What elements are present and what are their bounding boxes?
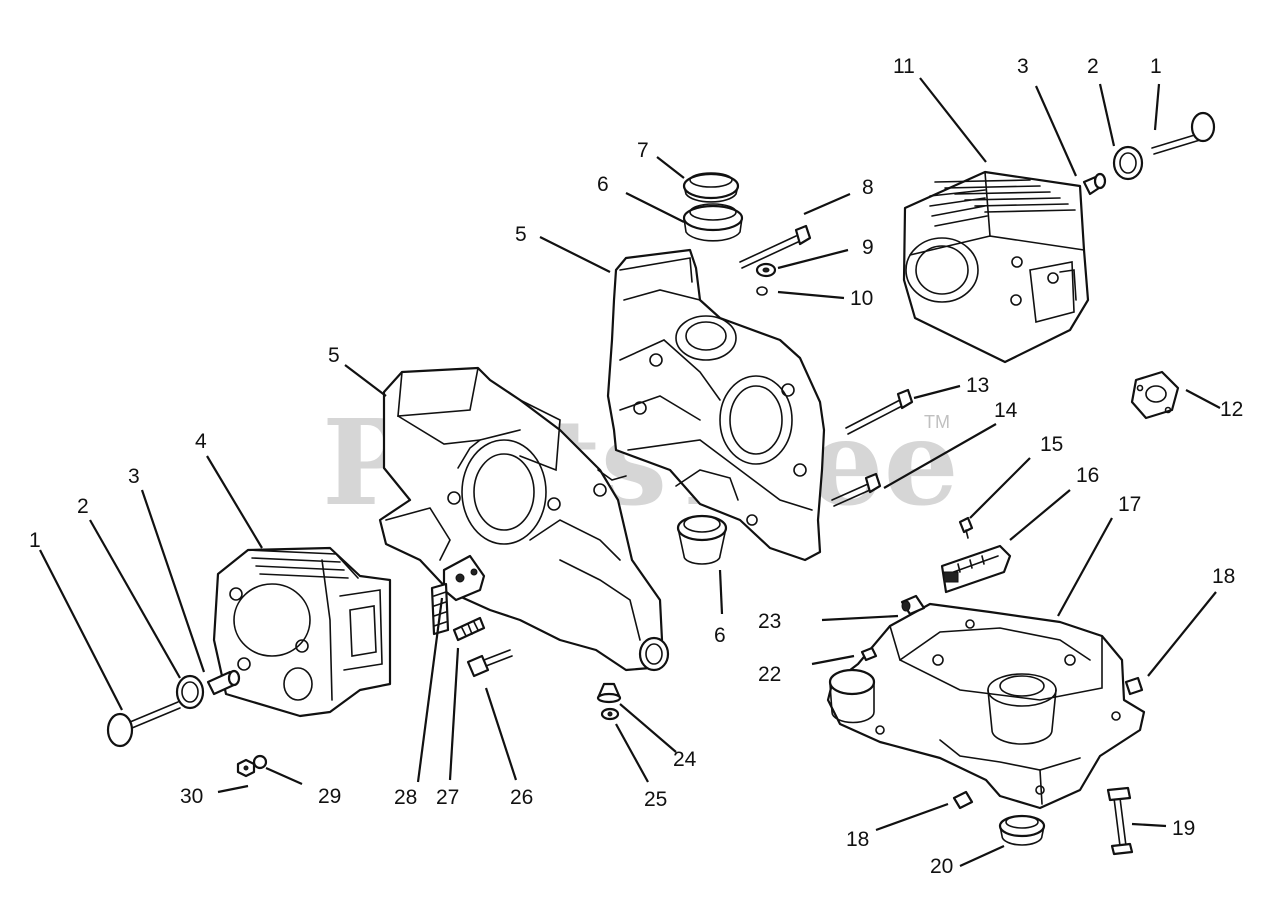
leader-lines [39,77,1221,868]
callout-6-top: 6 [597,173,609,196]
callout-10: 10 [850,287,873,310]
part-screw-26 [466,649,513,678]
callout-29: 29 [318,785,341,808]
part-cap-24 [596,682,622,704]
callout-3-right: 3 [1017,55,1029,78]
callout-18-lower: 18 [846,828,869,851]
callout-16: 16 [1076,464,1099,487]
part-bearing-6-top [682,203,744,242]
callout-28: 28 [394,786,417,809]
part-sump-base [826,602,1146,810]
part-seal-20 [998,814,1046,846]
callout-24: 24 [673,748,697,771]
callout-27: 27 [436,786,459,809]
part-bolt-8 [739,224,812,269]
callout-19: 19 [1172,817,1195,840]
part-nut-30 [236,758,256,778]
callout-7: 7 [637,139,649,162]
callout-1-right: 1 [1150,55,1162,78]
part-bolt-13 [845,388,914,435]
callout-14: 14 [994,399,1018,422]
part-crankcase-half-rear [606,248,826,562]
part-cylinder-right [902,170,1090,364]
callout-26: 26 [510,786,533,809]
part-bolt-19 [1106,786,1134,856]
part-bracket-16 [940,544,1012,594]
part-screw-15 [958,516,974,539]
callout-4: 4 [195,430,207,453]
callout-17: 17 [1118,493,1141,516]
callout-22: 22 [758,663,781,686]
part-pin-22 [860,646,878,662]
part-crankcase-half-front [378,366,670,672]
part-oring-10 [756,286,768,296]
part-washer-9 [755,262,777,278]
callout-12: 12 [1220,398,1243,421]
callout-2-right: 2 [1087,55,1099,78]
part-plug-23 [900,594,926,616]
callout-13: 13 [966,374,989,397]
part-seal-ring-7 [682,172,740,203]
part-gasket-12 [1130,370,1180,420]
part-plug-18-right [1124,676,1144,696]
callout-6-lower: 6 [714,624,726,647]
part-stud-27 [452,616,486,642]
callout-18-right: 18 [1212,565,1235,588]
callout-11: 11 [893,55,915,78]
callout-2-left: 2 [77,495,89,518]
callout-23: 23 [758,610,781,633]
part-bearing-6-lower [676,514,728,565]
part-cylinder-head-left [212,546,392,718]
part-valve-guide-left [206,669,241,696]
callout-labels: 1 2 3 11 7 6 8 5 9 10 5 13 12 14 4 3 2 1… [29,55,1243,878]
part-valve-guide-right [1082,172,1107,196]
part-nut-25 [600,707,620,721]
callout-8: 8 [862,176,874,199]
part-valve-seat-left [175,674,205,710]
callout-1-left: 1 [29,529,41,552]
callout-30: 30 [180,785,203,808]
callout-5-top: 5 [515,223,527,246]
part-bolt-14 [831,472,882,507]
part-valve-seat-right [1112,145,1144,181]
callout-15: 15 [1040,433,1063,456]
part-plug-18-lower [952,790,974,810]
callout-20: 20 [930,855,953,878]
part-washer-29 [252,754,268,770]
part-valve-right [1151,111,1216,155]
callout-3-left: 3 [128,465,140,488]
watermark-trademark: TM [924,412,950,432]
callout-9: 9 [862,236,874,259]
part-valve-left [106,701,181,748]
callout-25: 25 [644,788,667,811]
callout-5-left: 5 [328,344,340,367]
